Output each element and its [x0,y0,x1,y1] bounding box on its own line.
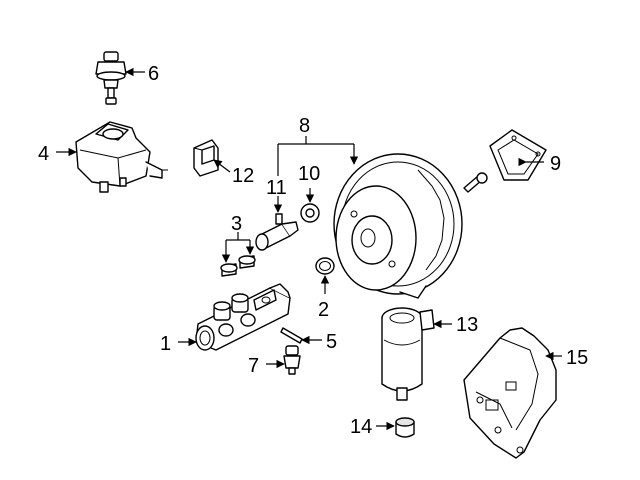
callout-6: 6 [148,63,159,85]
callout-12: 12 [232,165,254,187]
callout-9: 9 [550,153,561,175]
callout-11: 11 [266,177,287,199]
callout-13: 13 [456,314,478,336]
brake-booster-part [333,153,488,299]
callout-3: 3 [231,213,242,235]
vacuum-pump-part [381,307,435,401]
o-ring-part [315,257,335,275]
plug-right-part [238,255,256,269]
callout-15: 15 [566,347,588,369]
gasket-part [489,129,547,181]
callout-14: 14 [350,416,372,438]
callout-2: 2 [318,299,329,321]
callout-5: 5 [326,331,337,353]
callout-10: 10 [298,163,320,185]
cap-part [395,417,415,438]
reservoir-cap-part [95,51,127,105]
grommet-part [193,139,219,177]
callout-7: 7 [248,355,259,377]
fitting-part [283,345,301,375]
callout-1: 1 [160,333,171,355]
pressure-sensor-part [255,213,299,251]
callout-8: 8 [299,115,310,137]
plug-left-part [220,263,238,277]
callout-labels: 1 2 3 4 5 6 7 8 9 10 11 12 13 14 15 [38,63,588,438]
leader-lines [56,67,562,431]
callout-4: 4 [38,143,49,165]
pin-part [280,327,303,344]
seal-part [300,203,320,223]
master-cylinder-part [195,283,291,351]
mounting-bracket-part [463,327,557,459]
fluid-reservoir-part [75,121,168,193]
